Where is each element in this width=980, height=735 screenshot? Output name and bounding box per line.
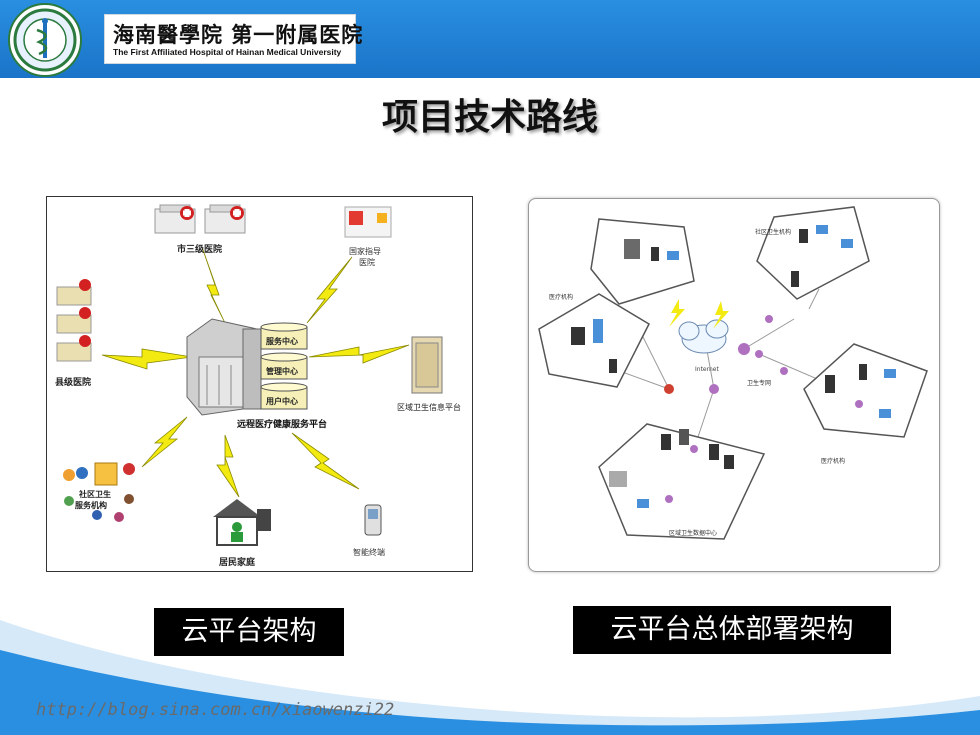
bolt-regional-platform	[308, 344, 410, 364]
resident-label: 居民家庭	[219, 556, 256, 568]
blog-watermark: http://blog.sina.com.cn/xiaowenzi22	[36, 700, 395, 720]
regional-platform-label: 区域卫生信息平台	[397, 402, 461, 412]
logo-chinese-name: 海南醫學院 第一附属医院	[113, 22, 364, 47]
zone-bottom	[598, 423, 766, 540]
deployment-svg: Internet 社区卫生机构 医疗机构 卫生专网 医疗机构 区域卫生数据中心	[538, 206, 928, 540]
internet-cloud-icon	[678, 319, 729, 354]
health-net-label: 卫生专网	[747, 379, 771, 387]
db-management-center: 管理中心	[266, 366, 298, 376]
platform-databases	[260, 322, 308, 410]
cloud-platform-svg: 市三级医院 国家指导 医院 县级医院	[55, 204, 461, 568]
caption-deployment-architecture: 云平台总体部署架构	[573, 606, 891, 654]
regional-center-label: 区域卫生数据中心	[669, 529, 717, 537]
bolt-county-hospital	[101, 348, 193, 370]
national-hospital-label-2: 医院	[359, 257, 375, 267]
community-label-1: 社区卫生	[78, 489, 111, 499]
county-hospital-icon	[56, 279, 92, 362]
medical-org-left-label: 医疗机构	[549, 293, 573, 301]
bolt-community	[141, 416, 188, 468]
hospital-logo: 海南醫學院 第一附属医院 The First Affiliated Hospit…	[104, 14, 362, 64]
hospital-emblem	[8, 3, 82, 77]
cloud-platform-diagram: 市三级医院 国家指导 医院 县级医院	[46, 196, 473, 572]
bolt-national-hospital	[306, 256, 353, 324]
bottom-swoosh	[0, 620, 980, 735]
slide-title: 项目技术路线	[381, 97, 598, 138]
community-org-label: 社区卫生机构	[755, 228, 791, 236]
national-hospital-label-1: 国家指导	[349, 246, 381, 256]
national-hospital-icon	[344, 206, 392, 238]
deployment-device-icons	[571, 225, 896, 508]
community-people-icon	[63, 462, 135, 522]
resident-house-icon	[213, 499, 271, 546]
bolt-internet-2	[713, 301, 729, 329]
deployment-diagram: Internet 社区卫生机构 医疗机构 卫生专网 医疗机构 区域卫生数据中心	[528, 198, 940, 572]
medical-org-right-label: 医疗机构	[821, 457, 845, 465]
bolt-internet	[669, 299, 685, 327]
terminal-label: 智能终端	[353, 547, 385, 557]
city-hospital-label: 市三级医院	[177, 243, 222, 255]
regional-platform-icon	[411, 336, 443, 394]
network-nodes	[664, 315, 863, 503]
bolt-terminal	[291, 432, 360, 490]
platform-name-label: 远程医疗健康服务平台	[237, 418, 327, 430]
db-service-center: 服务中心	[266, 336, 298, 346]
bolt-resident	[216, 434, 240, 498]
db-user-center: 用户中心	[265, 396, 298, 406]
internet-label: Internet	[695, 366, 719, 373]
platform-server-icon	[186, 318, 262, 416]
zone-top-left	[590, 218, 695, 305]
bolt-city-hospital	[201, 246, 226, 324]
zone-right	[803, 343, 928, 438]
community-label-2: 服务机构	[75, 500, 107, 510]
caption-cloud-architecture: 云平台架构	[154, 608, 344, 656]
phone-icon	[364, 504, 382, 536]
zone-top-right	[756, 206, 870, 300]
city-hospital-icon	[154, 204, 246, 234]
logo-english-name: The First Affiliated Hospital of Hainan …	[113, 47, 342, 57]
county-hospital-label: 县级医院	[55, 376, 91, 388]
